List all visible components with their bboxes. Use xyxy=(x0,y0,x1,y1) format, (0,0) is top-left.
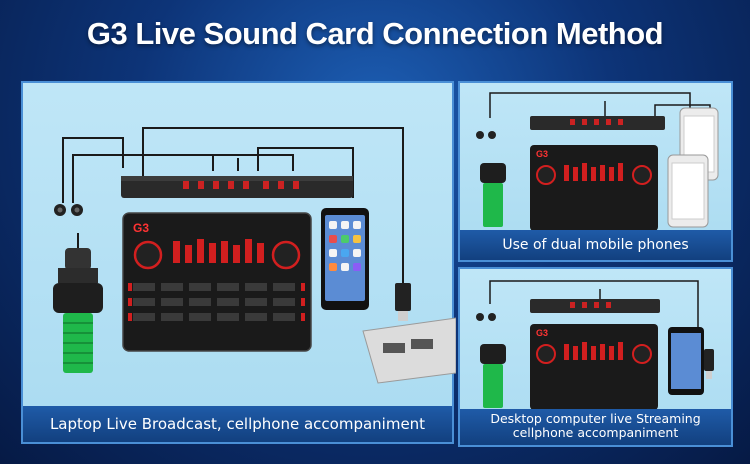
laptop-icon xyxy=(362,317,456,384)
sound-card-brand: G3 xyxy=(536,149,548,159)
panel-tr-caption: Use of dual mobile phones xyxy=(460,230,731,260)
mixer-console-icon xyxy=(121,176,353,198)
desktop-streaming-illustration: G3 xyxy=(476,280,714,410)
sound-card-brand: G3 xyxy=(536,328,548,338)
dual-phones-illustration: G3 xyxy=(476,92,719,231)
earphones-icon xyxy=(476,313,496,321)
sound-card-icon: G3 xyxy=(530,324,658,410)
panel-dual-phones: G3 Use of dual mobile phones xyxy=(458,81,733,262)
panel-br-caption: Desktop computer live Streaming cellphon… xyxy=(460,409,731,445)
microphone-icon xyxy=(480,344,506,408)
mixer-console-icon xyxy=(530,299,660,313)
smartphone-icon xyxy=(668,327,704,395)
sound-card-icon: G3 xyxy=(530,145,658,231)
page-title: G3 Live Sound Card Connection Method xyxy=(86,16,664,51)
panel-laptop-broadcast: G3 xyxy=(21,81,456,444)
microphone-icon xyxy=(53,233,103,373)
microphone-icon xyxy=(480,163,506,227)
usb-cable-icon xyxy=(395,283,411,321)
panel-main-caption: Laptop Live Broadcast, cellphone accompa… xyxy=(23,406,452,442)
smartphone-icon xyxy=(667,154,709,228)
earphones-icon xyxy=(54,178,83,216)
panel-desktop-streaming: G3 Desktop computer live Streaming cellp… xyxy=(458,267,733,447)
mixer-console-icon xyxy=(530,116,665,130)
sound-card-icon: G3 xyxy=(122,212,312,352)
earphones-icon xyxy=(476,131,496,139)
panel-br-caption-line2: cellphone accompaniment xyxy=(512,425,679,440)
sound-card-brand: G3 xyxy=(133,221,149,235)
laptop-setup-illustration: G3 xyxy=(53,127,456,384)
usb-cable-icon xyxy=(704,349,714,379)
panel-br-caption-line1: Desktop computer live Streaming xyxy=(490,411,701,426)
smartphone-icon xyxy=(321,208,369,310)
